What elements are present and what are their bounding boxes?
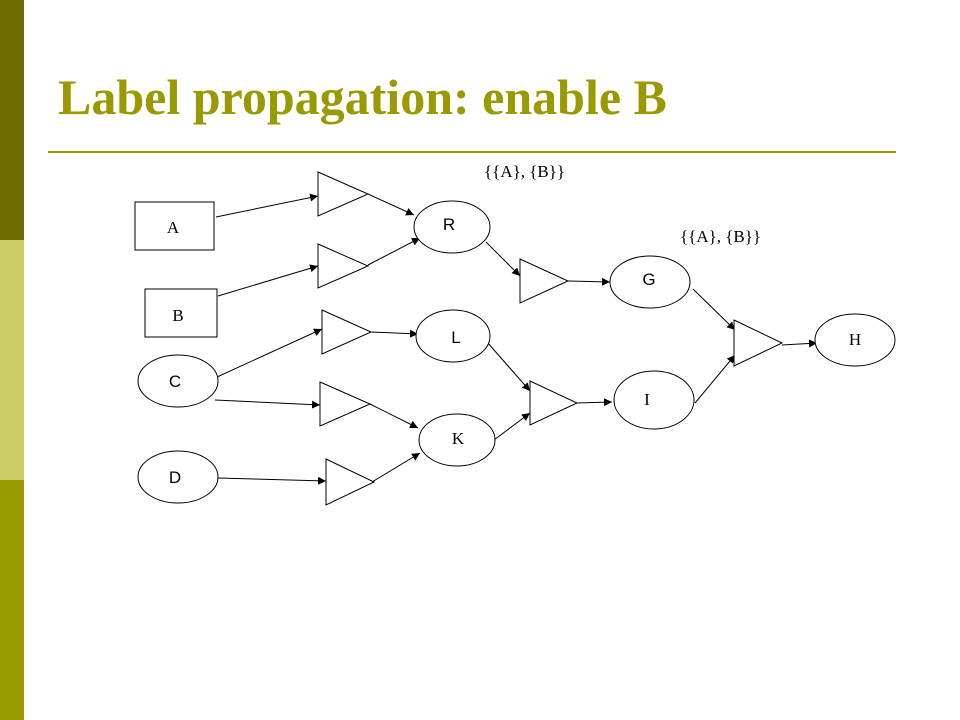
node-k-ellipse (418, 413, 496, 467)
sidebar-segment-top (0, 0, 24, 240)
title-rule (48, 151, 896, 153)
edge-c-to-gate4 (214, 399, 321, 409)
node-a-box (134, 201, 215, 251)
node-r-label: R (443, 215, 455, 234)
gate-1-triangle (317, 171, 370, 217)
node-d-label: D (169, 468, 181, 487)
edge-g-to-gate8 (692, 288, 736, 331)
node-c-label: C (169, 372, 181, 391)
edge-a-to-gate1 (215, 193, 319, 218)
edge-k-to-gate7 (493, 412, 531, 441)
edge-d-to-gate5 (217, 476, 327, 485)
node-h-label: H (849, 330, 861, 349)
edge-gate8-to-h (781, 339, 818, 348)
gate-6-triangle (519, 258, 570, 304)
gate-5-triangle (325, 458, 376, 506)
node-a-label: A (167, 218, 180, 237)
node-l-label: L (451, 328, 460, 347)
edge-gate5-to-k (371, 452, 421, 483)
gate-4-triangle (319, 381, 372, 427)
annotation-right: {{A}, {B}} (680, 227, 761, 246)
edge-l-to-gate7 (486, 341, 531, 392)
edge-gate6-to-g (567, 277, 611, 286)
gate-2-triangle (317, 243, 370, 289)
node-b-box (144, 288, 218, 338)
slide-title: Label propagation: enable B (58, 69, 667, 125)
node-d-ellipse (137, 450, 219, 504)
node-k-label: K (452, 429, 465, 448)
gate-8-triangle (733, 319, 784, 367)
node-h-ellipse (814, 313, 896, 367)
edge-gate2-to-r (367, 237, 421, 266)
sidebar-segment-bottom (0, 480, 24, 720)
edge-gate7-to-i (576, 398, 613, 407)
sidebar-segment-middle (0, 240, 24, 480)
edge-gate3-to-l (370, 329, 419, 338)
gate-3-triangle (321, 309, 373, 355)
gate-7-triangle (529, 380, 579, 426)
edge-b-to-gate2 (217, 264, 319, 297)
node-l-ellipse (415, 309, 491, 363)
node-r-ellipse (413, 200, 491, 254)
node-c-ellipse (137, 354, 219, 408)
node-i-ellipse (613, 370, 695, 430)
annotation-top: {{A}, {B}} (484, 162, 565, 181)
edge-gate4-to-k (369, 403, 419, 429)
edge-c-to-gate3 (216, 328, 323, 378)
sidebar-bar (0, 0, 24, 720)
edge-r-to-gate6 (485, 241, 521, 277)
edge-gate1-to-r (367, 193, 415, 216)
node-g-ellipse (609, 255, 691, 309)
node-b-label: B (172, 306, 183, 325)
edge-i-to-gate8 (694, 354, 736, 404)
node-g-label: G (642, 270, 655, 289)
node-i-label: I (644, 390, 650, 409)
